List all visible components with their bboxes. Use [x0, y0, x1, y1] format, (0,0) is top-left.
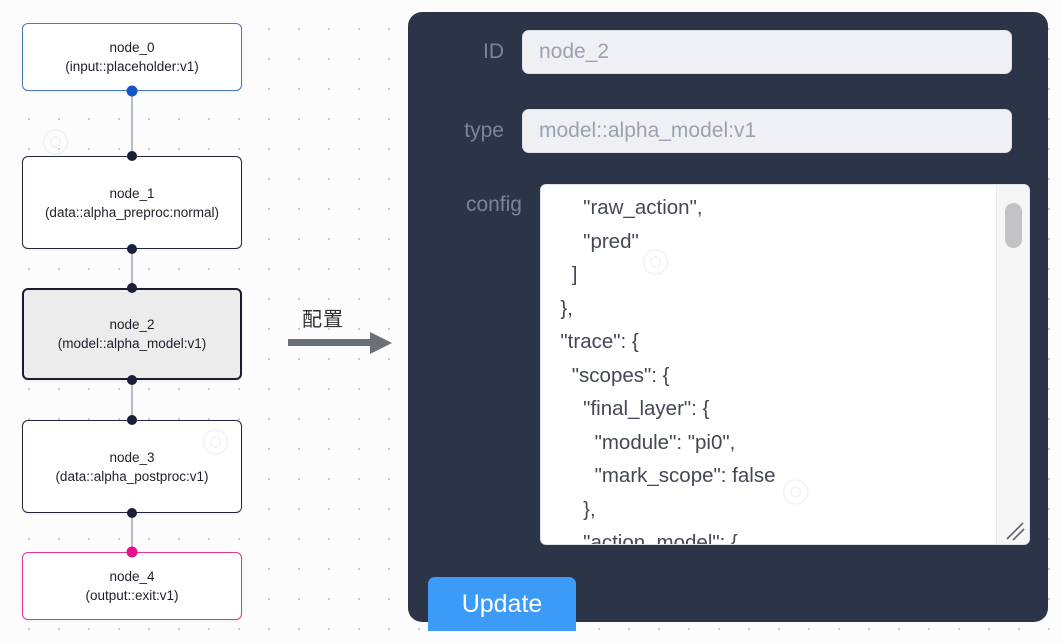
field-row-id: ID	[417, 30, 1041, 74]
update-button[interactable]: Update	[428, 577, 576, 631]
handle-node_0-source[interactable]	[126, 85, 138, 97]
node-title: node_0	[109, 40, 155, 55]
handle-node_1-source[interactable]	[127, 244, 137, 254]
handle-node_2-source[interactable]	[127, 375, 137, 385]
config-textarea[interactable]: "raw_action", "pred" ] }, "trace": { "sc…	[560, 196, 776, 544]
config-textarea-wrapper: "raw_action", "pred" ] }, "trace": { "sc…	[540, 184, 1030, 545]
type-input[interactable]	[522, 109, 1012, 153]
resize-handle-icon[interactable]	[1001, 517, 1027, 543]
id-input[interactable]	[522, 30, 1012, 74]
node-subtitle: (output::exit:v1)	[85, 588, 179, 603]
type-label: type	[464, 119, 504, 142]
node-subtitle: (data::alpha_postproc:v1)	[55, 468, 209, 484]
id-label: ID	[483, 40, 504, 63]
field-row-type: type	[417, 109, 1041, 153]
handle-node_3-source[interactable]	[127, 508, 137, 518]
edge-node3-node4	[131, 513, 133, 552]
handle-node_4-target[interactable]	[126, 546, 138, 558]
node-title: node_4	[109, 569, 155, 584]
edge-node0-node1	[131, 91, 133, 156]
node-title: node_1	[109, 185, 155, 201]
node-subtitle: (data::alpha_preproc:normal)	[44, 204, 220, 220]
handle-node_2-target[interactable]	[127, 283, 137, 293]
config-label: config	[465, 193, 522, 216]
node-title: node_3	[109, 449, 155, 465]
flow-node-node_1[interactable]: node_1 (data::alpha_preproc:normal)	[22, 156, 242, 249]
config-scrollbar-thumb[interactable]	[1005, 203, 1022, 248]
flow-node-node_4[interactable]: node_4 (output::exit:v1)	[22, 552, 242, 620]
flow-node-node_2[interactable]: node_2 (model::alpha_model:v1)	[22, 288, 242, 380]
annotation-label: 配置	[302, 309, 344, 331]
config-scrollbar[interactable]	[996, 185, 1029, 544]
node-subtitle: (model::alpha_model:v1)	[57, 336, 207, 351]
node-subtitle: (input::placeholder:v1)	[65, 59, 199, 74]
annotation-arrow-icon	[288, 332, 392, 354]
flow-node-node_0[interactable]: node_0 (input::placeholder:v1)	[22, 23, 242, 91]
node-title: node_2	[109, 317, 155, 332]
edge-node2-node3	[131, 380, 133, 420]
handle-node_3-target[interactable]	[127, 415, 137, 425]
edge-node1-node2	[131, 249, 133, 288]
flow-node-node_3[interactable]: node_3 (data::alpha_postproc:v1)	[22, 420, 242, 513]
handle-node_1-target[interactable]	[127, 151, 137, 161]
